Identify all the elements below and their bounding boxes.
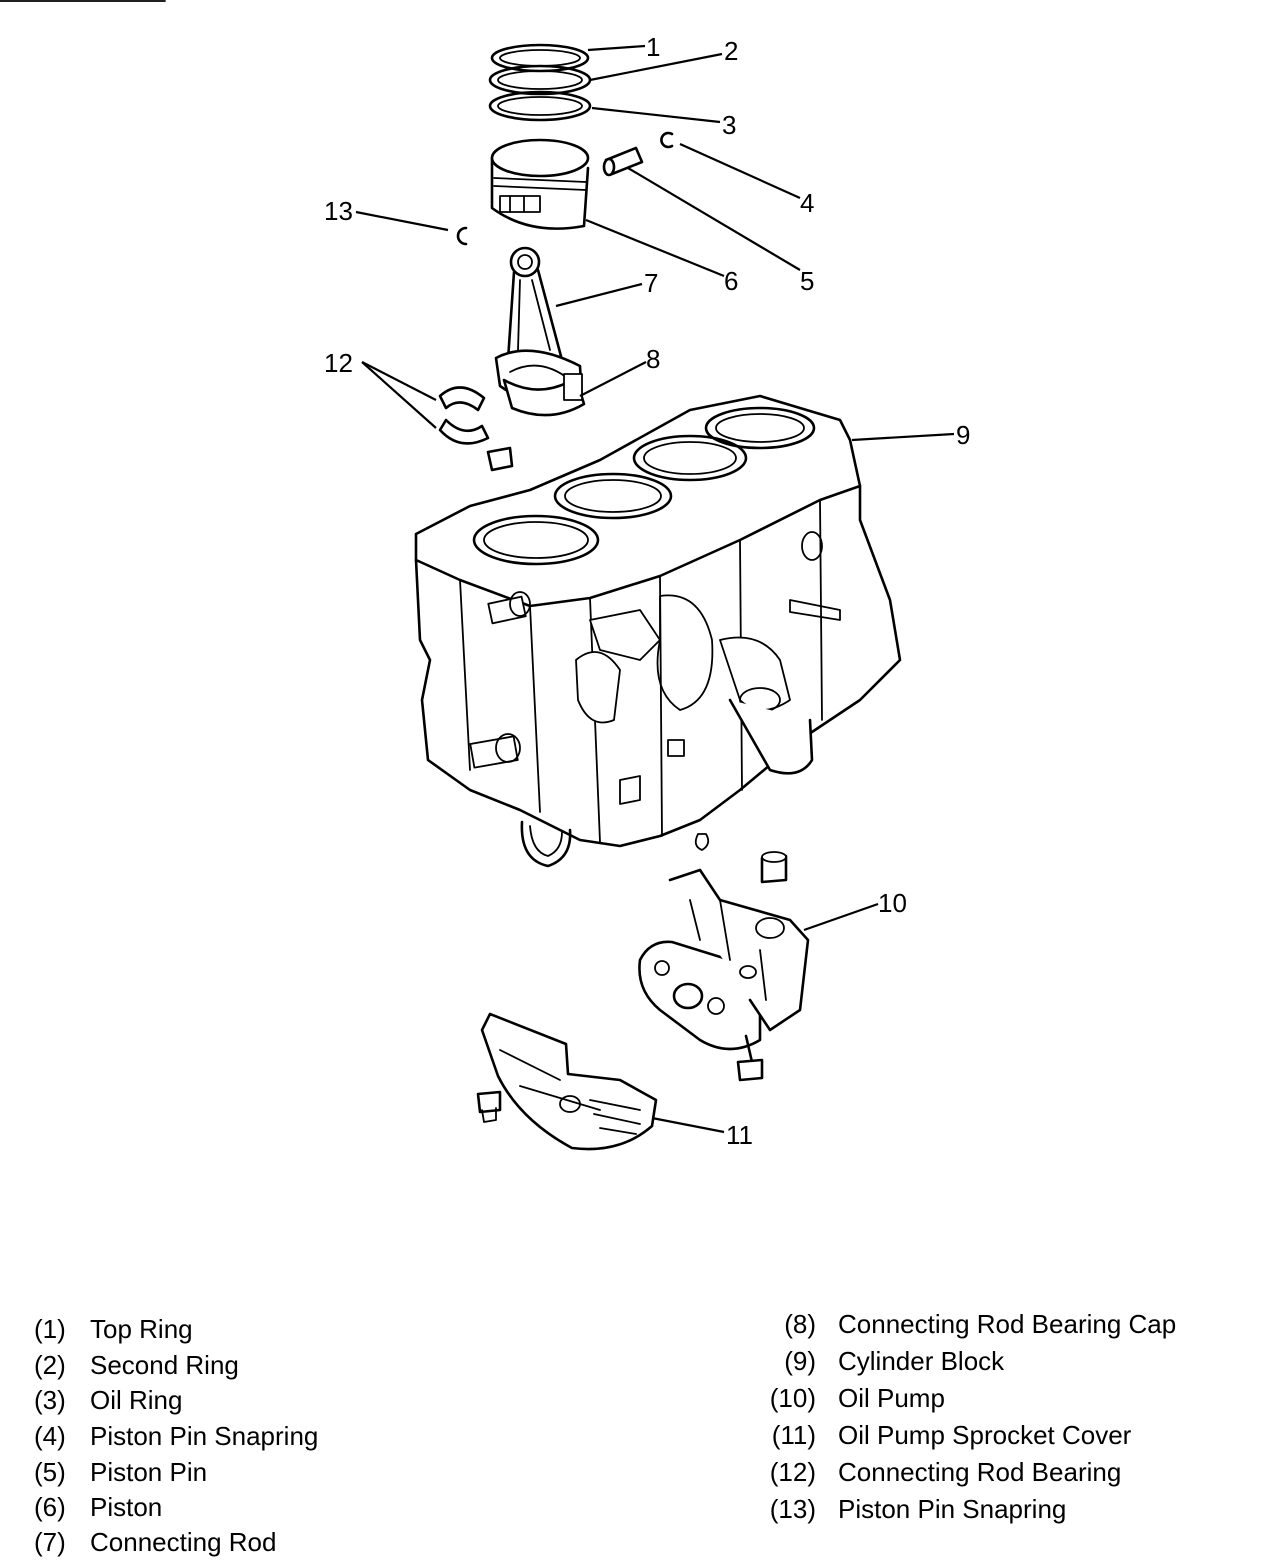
callout-12: 12: [324, 348, 353, 378]
small-nut-part: [486, 446, 514, 472]
legend-number: (8): [784, 1309, 816, 1339]
callout-4: 4: [800, 188, 814, 218]
legend-number: (6): [34, 1492, 66, 1522]
legend-number: (7): [34, 1527, 66, 1557]
callout-6: 6: [724, 266, 738, 296]
legend-number: (3): [34, 1385, 66, 1415]
legend-item: (13) Piston Pin Snapring: [760, 1494, 1067, 1525]
callout-13: 13: [324, 196, 353, 226]
legend-label: Second Ring: [90, 1350, 239, 1380]
callout-9: 9: [956, 420, 970, 450]
legend-item: (10) Oil Pump: [760, 1383, 945, 1414]
legend-number: (10): [769, 1383, 816, 1413]
piston-pin-part: [602, 146, 644, 177]
legend-number: (12): [769, 1457, 816, 1487]
legend-item: (2) Second Ring: [34, 1350, 239, 1381]
legend-label: Connecting Rod Bearing Cap: [838, 1309, 1177, 1339]
callout-7: 7: [644, 268, 658, 298]
oil-ring-part: [488, 90, 592, 122]
legend-number: (2): [34, 1350, 66, 1380]
callout-5: 5: [800, 266, 814, 296]
piston-part: [490, 138, 590, 230]
callout-1: 1: [646, 32, 660, 62]
snapring-right-part: [660, 131, 674, 149]
rod-bearings-part: [438, 386, 490, 445]
legend-item: (5) Piston Pin: [34, 1457, 207, 1488]
legend-label: Piston: [90, 1492, 163, 1522]
legend-number: (13): [769, 1494, 816, 1524]
cylinder-block-part: [414, 394, 902, 868]
legend-item: (8) Connecting Rod Bearing Cap: [760, 1309, 1176, 1340]
sprocket-cover-part: [480, 1012, 658, 1151]
legend-item: (12) Connecting Rod Bearing: [760, 1457, 1122, 1488]
legend-item: (6) Piston: [34, 1492, 162, 1523]
legend-number: (9): [784, 1346, 816, 1376]
legend-item: (9) Cylinder Block: [760, 1346, 1004, 1377]
cover-bolt-part: [476, 1090, 502, 1123]
legend-label: Oil Pump: [838, 1383, 945, 1413]
legend-label: Connecting Rod Bearing: [838, 1457, 1122, 1487]
legend-label: Piston Pin Snapring: [90, 1421, 319, 1451]
callout-8: 8: [646, 344, 660, 374]
bearing-cap-part: [502, 373, 586, 417]
oil-pump-part: [638, 868, 810, 1051]
legend-label: Connecting Rod: [90, 1527, 277, 1557]
legend-item: (4) Piston Pin Snapring: [34, 1421, 318, 1452]
legend-label: Piston Pin Snapring: [838, 1494, 1067, 1524]
callout-3: 3: [722, 110, 736, 140]
legend-number: (11): [771, 1420, 816, 1450]
legend-label: Oil Ring: [90, 1385, 183, 1415]
legend-item: (1) Top Ring: [34, 1314, 193, 1345]
legend-label: Piston Pin: [90, 1457, 208, 1487]
legend-item: (3) Oil Ring: [34, 1385, 182, 1416]
leader-lines: [355, 44, 955, 1134]
legend-number: (5): [34, 1457, 66, 1487]
legend-item: (11) Oil Pump Sprocket Cover: [760, 1420, 1132, 1451]
legend-item: (7) Connecting Rod: [34, 1527, 276, 1558]
callout-2: 2: [724, 36, 738, 66]
legend-label: Top Ring: [90, 1314, 193, 1344]
legend-number: (4): [34, 1421, 66, 1451]
snapring-left-part: [456, 226, 468, 246]
legend-number: (1): [34, 1314, 66, 1344]
callout-11: 11: [726, 1120, 753, 1150]
dowel-part: [760, 851, 788, 884]
legend-label: Oil Pump Sprocket Cover: [838, 1420, 1132, 1450]
pump-bolt-part: [736, 1034, 764, 1082]
callout-10: 10: [878, 888, 907, 918]
legend-label: Cylinder Block: [838, 1346, 1005, 1376]
second-ring-part: [488, 64, 592, 96]
